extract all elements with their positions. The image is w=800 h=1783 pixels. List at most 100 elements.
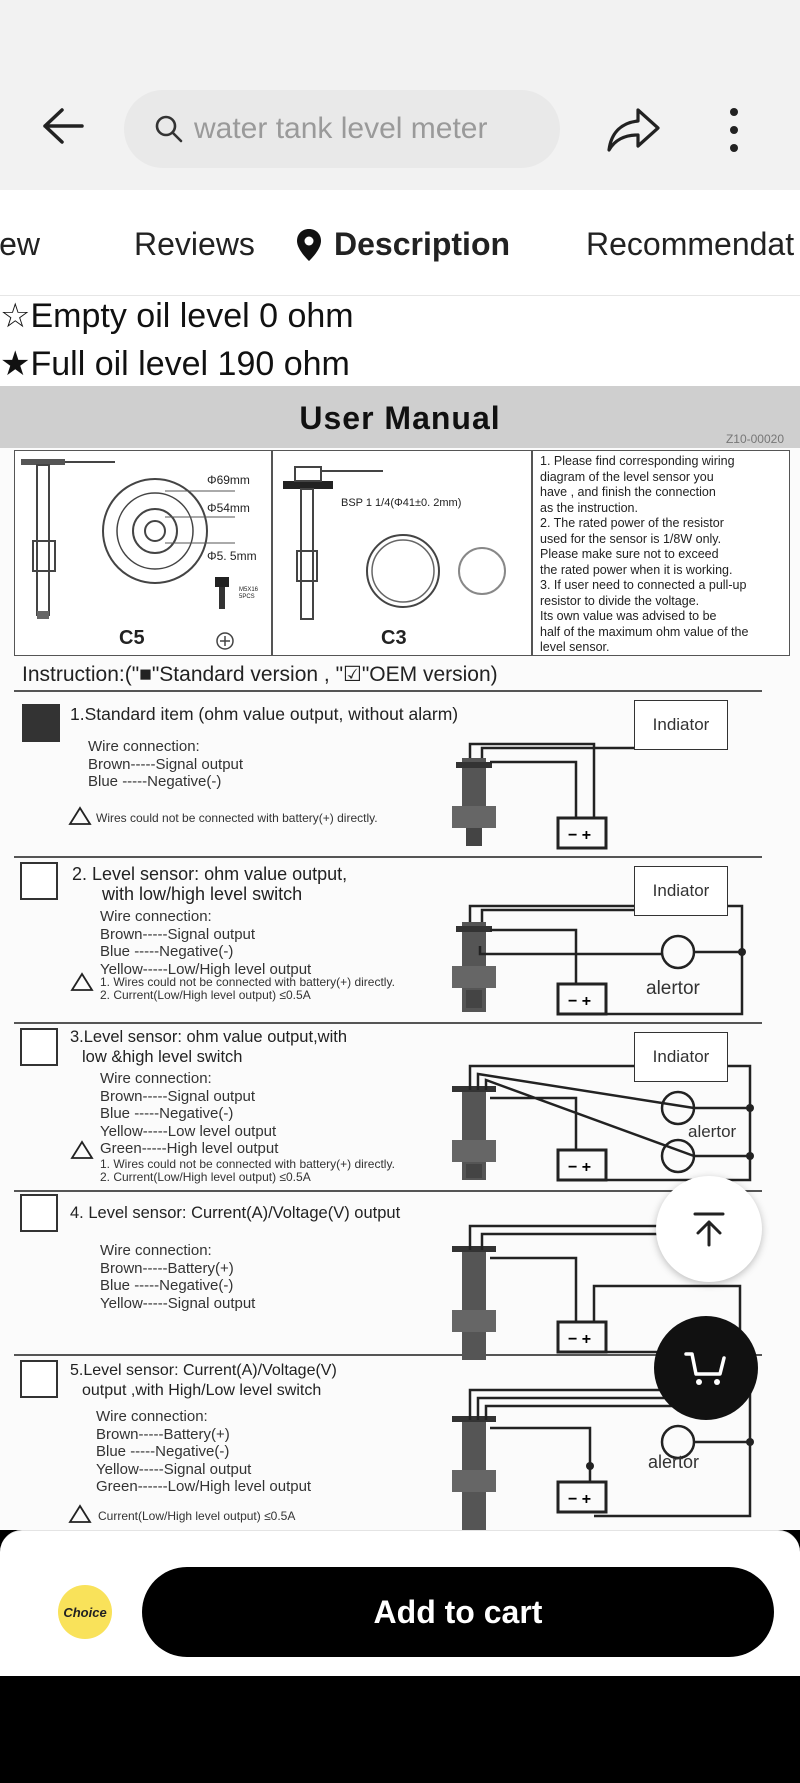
section-2-warning: 2. Current(Low/High level output) ≤0.5A (100, 988, 311, 1002)
battery-icon: − + (568, 993, 591, 1010)
section-2-warning: 1. Wires could not be connected with bat… (100, 975, 395, 989)
manual-code: Z10-00020 (725, 432, 784, 446)
choice-badge: Choice (58, 1585, 112, 1639)
c5-dim-54: Φ54mm (207, 501, 250, 515)
divider (14, 690, 762, 692)
tab-description[interactable]: Description (296, 226, 510, 263)
section-3-wire-line: Green-----High level output (100, 1140, 279, 1157)
section-2-subtitle: with low/high level switch (102, 884, 303, 904)
search-placeholder: water tank level meter (194, 112, 488, 145)
indicator-label: Indiator (634, 700, 728, 750)
alertor-label: alertor (646, 978, 700, 999)
share-icon (607, 108, 660, 152)
section-2-wire-line: Blue -----Negative(-) (100, 943, 234, 960)
c5-sensor-drawing (21, 459, 235, 650)
system-navigation-bar (0, 1676, 800, 1783)
section-5-checkbox (20, 1360, 58, 1398)
section-3-title: 3.Level sensor: ohm value output,with (70, 1028, 347, 1046)
battery-icon: − + (568, 1331, 591, 1348)
spec-empty-level: ☆Empty oil level 0 ohm (0, 297, 354, 335)
c5-dim-5-5: Φ5. 5mm (207, 549, 257, 563)
section-5-warning: Current(Low/High level output) ≤0.5A (98, 1509, 296, 1523)
c5-dim-69: Φ69mm (207, 473, 250, 487)
share-button[interactable] (604, 104, 664, 156)
battery-icon: − + (568, 827, 591, 844)
manual-note-line: Its own value was advised to be (540, 609, 717, 623)
dot-icon (730, 144, 738, 152)
c5-panel: Φ69mm Φ54mm Φ5. 5mm M5X16 5PCS C5 (14, 450, 272, 656)
more-options-button[interactable] (716, 104, 752, 156)
section-4-wire-line: Yellow-----Signal output (100, 1294, 256, 1312)
cart-button[interactable] (654, 1316, 758, 1420)
section-1-warning: Wires could not be connected with batter… (96, 811, 378, 825)
section-1-wire-line: Blue -----Negative(-) (88, 773, 222, 790)
section-3-wire-line: Blue -----Negative(-) (100, 1105, 234, 1122)
section-4-checkbox (20, 1194, 58, 1232)
manual-note-line: have , and finish the connection (540, 485, 716, 499)
section-2-wire-line: Wire connection: (100, 908, 212, 925)
tab-description-label: Description (334, 226, 511, 262)
alertor-label: alertor (688, 1122, 737, 1141)
manual-note-line: 3. If user need to connected a pull-up (540, 578, 747, 592)
tab-reviews[interactable]: Reviews (134, 226, 255, 262)
manual-note-line: Please make sure not to exceed (540, 547, 719, 561)
back-button[interactable] (36, 100, 88, 152)
section-3-warning: 1. Wires could not be connected with bat… (100, 1157, 395, 1171)
section-2-title: 2. Level sensor: ohm value output, (72, 864, 348, 884)
manual-header: User Manual Z10-00020 (0, 386, 800, 448)
tab-overview[interactable]: iew (0, 226, 41, 262)
section-5-wire-line: Yellow-----Signal output (96, 1460, 252, 1478)
section-tabs: iew Reviews Description Recommendat (0, 190, 800, 296)
manual-note-line: the rated power when it is working. (540, 562, 733, 577)
notes-panel (532, 450, 790, 656)
c5-screw-label: M5X16 5PCS (239, 587, 259, 600)
wiring-diagrams: − + − + − + − + − + (14, 704, 762, 1530)
section-3-wire-line: Yellow-----Low level output (100, 1122, 277, 1140)
search-bar[interactable]: water tank level meter (124, 90, 560, 168)
instruction-line: Instruction:("■"Standard version , "☑"OE… (22, 663, 498, 686)
section-2-wire-line: Brown-----Signal output (100, 925, 256, 943)
location-pin-icon (297, 228, 321, 261)
battery-icon: − + (568, 1159, 591, 1176)
manual-note-line: resistor to divide the voltage. (540, 593, 700, 608)
section-3-wire-line: Wire connection: (100, 1070, 212, 1087)
manual-note-line: 1. Please find corresponding wiring (540, 454, 735, 468)
c5-label: C5 (119, 627, 145, 649)
section-3-warning: 2. Current(Low/High level output) ≤0.5A (100, 1170, 311, 1184)
arrow-left-icon (43, 108, 84, 144)
scroll-to-top-button[interactable] (656, 1176, 762, 1282)
manual-note-line: half of the maximum ohm value of the (540, 624, 749, 639)
manual-title: User Manual (299, 400, 501, 436)
search-icon (155, 115, 183, 143)
arrow-up-icon (693, 1212, 725, 1247)
section-5-wire-line: Brown-----Battery(+) (96, 1425, 230, 1443)
bottom-action-bar: Choice Add to cart (0, 1530, 800, 1676)
manual-note-line: level sensor. (540, 640, 610, 654)
section-1-wire-line: Wire connection: (88, 738, 200, 755)
manual-note-line: 2. The rated power of the resistor (540, 516, 724, 530)
c3-panel: BSP 1 1/4(Φ41±0. 2mm) C3 (272, 450, 532, 656)
battery-icon: − + (568, 1491, 591, 1508)
c3-label: C3 (381, 627, 407, 649)
section-2-wire-line: Yellow-----Low/High level output (100, 960, 312, 978)
section-4-title: 4. Level sensor: Current(A)/Voltage(V) o… (70, 1204, 401, 1222)
section-4-wire-line: Blue -----Negative(-) (100, 1277, 234, 1294)
add-to-cart-button[interactable]: Add to cart (142, 1567, 774, 1657)
section-5-subtitle: output ,with High/Low level switch (82, 1382, 322, 1399)
section-4-wire-line: Brown-----Battery(+) (100, 1259, 234, 1277)
indicator-label: Indiator (634, 866, 728, 916)
section-5-wire-line: Wire connection: (96, 1408, 208, 1425)
section-1-wire-line: Brown-----Signal output (88, 755, 244, 773)
c3-sensor-drawing (283, 466, 506, 620)
section-3-wire-line: Brown-----Signal output (100, 1087, 256, 1105)
section-4-wire-line: Wire connection: (100, 1242, 212, 1259)
section-1-title: 1.Standard item (ohm value output, witho… (70, 704, 459, 724)
section-3-checkbox (20, 1028, 58, 1066)
dot-icon (730, 108, 738, 116)
indicator-label: Indiator (634, 1032, 728, 1082)
tab-recommendations[interactable]: Recommendat (586, 226, 795, 262)
cart-icon (684, 1352, 726, 1385)
top-app-bar: water tank level meter (0, 0, 800, 190)
manual-note-line: used for the sensor is 1/8W only. (540, 531, 722, 546)
section-5-title: 5.Level sensor: Current(A)/Voltage(V) (70, 1362, 337, 1379)
